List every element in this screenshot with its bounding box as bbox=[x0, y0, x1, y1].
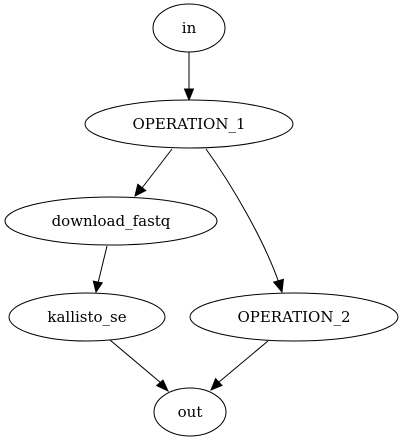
edge-in-to-operation-1 bbox=[183, 52, 195, 102]
node-kallisto-se: kallisto_se bbox=[8, 292, 166, 342]
node-out: out bbox=[153, 387, 227, 437]
node-operation-1-label: OPERATION_1 bbox=[132, 115, 245, 133]
node-operation-2-label: OPERATION_2 bbox=[237, 308, 350, 326]
edge-operation-1-to-operation-2 bbox=[205, 148, 284, 294]
node-out-label: out bbox=[178, 403, 203, 421]
node-download-fastq-label: download_fastq bbox=[52, 212, 171, 230]
node-in: in bbox=[152, 3, 226, 53]
node-operation-2: OPERATION_2 bbox=[189, 292, 399, 342]
edge-operation-1-to-download-fastq bbox=[134, 148, 173, 197]
edge-download-fastq-to-kallisto-se bbox=[92, 245, 108, 294]
node-download-fastq: download_fastq bbox=[4, 196, 218, 246]
edge-kallisto-se-to-out bbox=[109, 339, 170, 393]
node-in-label: in bbox=[182, 19, 197, 37]
node-operation-1: OPERATION_1 bbox=[84, 99, 294, 149]
node-kallisto-se-label: kallisto_se bbox=[47, 308, 126, 326]
edge-operation-2-to-out bbox=[210, 340, 269, 391]
